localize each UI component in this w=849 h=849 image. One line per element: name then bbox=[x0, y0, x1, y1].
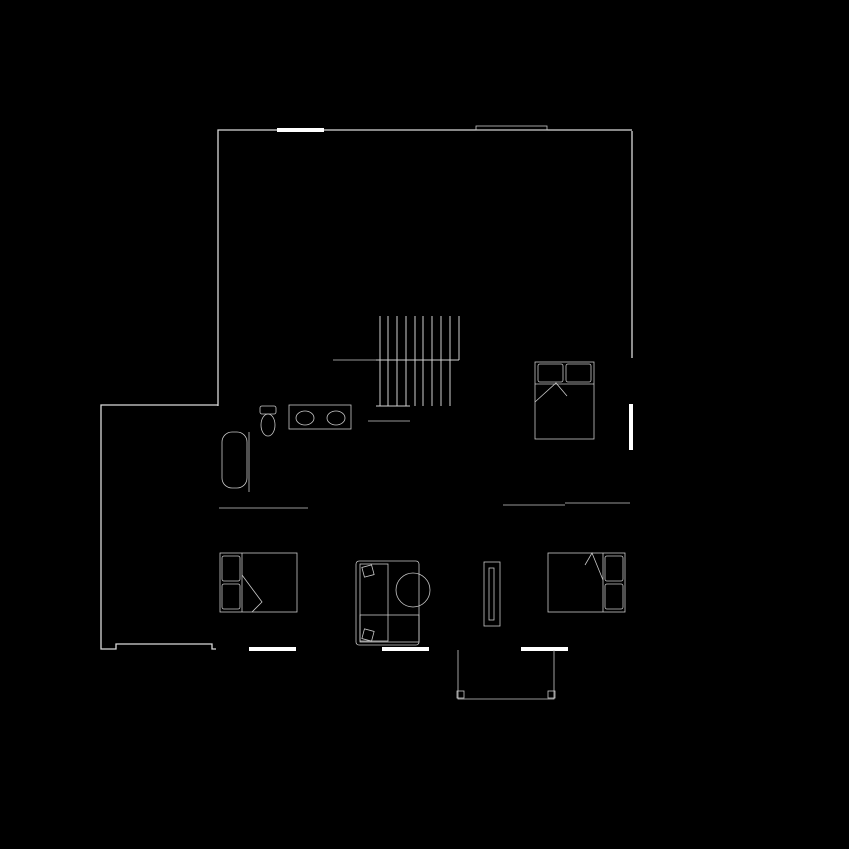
tv-console-icon bbox=[483, 561, 501, 627]
bed-icon-southeast bbox=[547, 552, 626, 613]
bed-icon-southwest bbox=[219, 552, 298, 613]
sofa-icon bbox=[355, 560, 420, 646]
porch-post bbox=[547, 690, 556, 699]
bathroom bbox=[221, 404, 352, 489]
bed-icon-northeast bbox=[534, 361, 595, 440]
windows bbox=[249, 128, 633, 651]
exterior-wall-west bbox=[100, 404, 218, 650]
porch bbox=[456, 650, 556, 700]
bathtub-icon bbox=[221, 431, 248, 489]
round-table-icon bbox=[395, 572, 431, 608]
exterior-walls bbox=[100, 125, 633, 650]
interior-walls bbox=[219, 359, 630, 509]
top-wall-opening bbox=[475, 125, 548, 131]
staircase bbox=[376, 316, 460, 407]
toilet-icon bbox=[259, 405, 277, 437]
vanity-icon bbox=[288, 404, 352, 430]
porch-post bbox=[456, 690, 465, 699]
exterior-wall-top bbox=[217, 129, 632, 406]
